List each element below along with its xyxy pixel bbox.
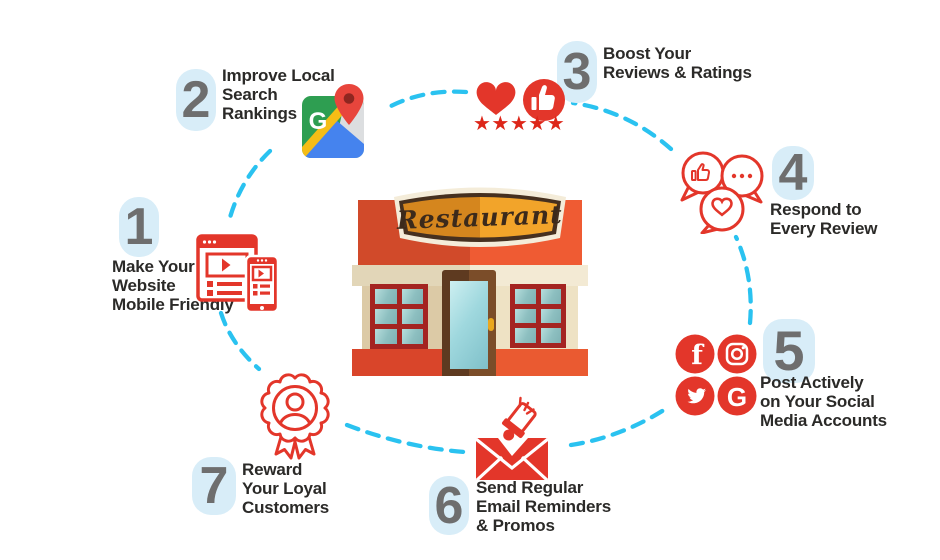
- envelope-notch: [498, 438, 528, 456]
- step-1-digit: 1: [124, 198, 154, 256]
- google-icon: [717, 376, 757, 416]
- google-maps-icon: G: [302, 84, 364, 158]
- step-6-number: 6: [429, 476, 469, 535]
- step-5-digit: 5: [773, 319, 805, 382]
- mobile-website-icon: [196, 234, 280, 314]
- step-4-number: 4: [772, 146, 814, 200]
- phone-home-button: [260, 306, 264, 310]
- step-2-number: 2: [176, 69, 216, 131]
- envelope: [476, 438, 548, 480]
- step-6-digit: 6: [434, 476, 464, 535]
- reviews-ratings-icon: ★★★★★: [473, 79, 565, 132]
- connector-3-2: [384, 89, 469, 111]
- email-promos-icon: [474, 396, 550, 482]
- person-head: [285, 392, 305, 412]
- connector-1-7: [218, 310, 262, 372]
- facebook-icon: [675, 334, 715, 374]
- review-chat-bubbles-icon: [680, 151, 764, 234]
- social-media-icon: f G: [675, 334, 757, 416]
- step-3-number: 3: [557, 41, 597, 103]
- thumbs-bubble: [681, 151, 725, 195]
- thumbs-up-icon: [539, 85, 555, 110]
- step-2-digit: 2: [181, 71, 211, 129]
- step-7-number: 7: [192, 457, 236, 515]
- google-letter: G: [727, 382, 747, 412]
- instagram-icon: [717, 334, 757, 374]
- window-left: [370, 284, 428, 349]
- door: [442, 270, 496, 376]
- five-star-rating: ★★★★★: [473, 111, 565, 132]
- step-4-digit: 4: [778, 144, 808, 202]
- map-pin-hole: [343, 93, 355, 104]
- map-g-letter: G: [309, 108, 328, 135]
- step-5-number: 5: [763, 319, 815, 383]
- phone-play-icon: [258, 269, 264, 278]
- sign-text: Restaurant: [395, 200, 563, 235]
- twitter-bird: [687, 388, 707, 404]
- sign-panel: [403, 197, 557, 238]
- heart-bubble: [699, 186, 745, 232]
- envelope-flap: [474, 437, 550, 471]
- thumb-outline-icon: [697, 163, 711, 181]
- door-glass: [450, 281, 488, 369]
- connector-4-3: [570, 100, 674, 152]
- connector-2-1: [226, 148, 273, 224]
- connector-5-4: [733, 234, 753, 326]
- connector-7-6: [344, 422, 467, 455]
- megaphone-icon: [502, 402, 537, 441]
- map-pin: [334, 84, 364, 125]
- step-1-number: 1: [119, 197, 159, 257]
- window-right: [510, 284, 566, 348]
- heart-icon: [476, 82, 516, 115]
- loyalty-badge-icon: [260, 373, 330, 460]
- restaurant-sign: Restaurant: [394, 187, 566, 247]
- door-knob: [488, 318, 494, 331]
- step-7-digit: 7: [199, 457, 229, 515]
- heart-outline-icon: [711, 197, 733, 217]
- step-3-digit: 3: [562, 43, 592, 101]
- facebook-letter: f: [691, 340, 705, 371]
- connector-6-5: [568, 405, 670, 448]
- restaurant-building: Restaurant: [352, 183, 588, 381]
- person-shoulders: [279, 413, 311, 424]
- map-blue: [302, 120, 364, 158]
- browser-titlebar: [198, 236, 256, 248]
- play-icon: [222, 258, 231, 272]
- sound-burst-lines: [518, 396, 535, 415]
